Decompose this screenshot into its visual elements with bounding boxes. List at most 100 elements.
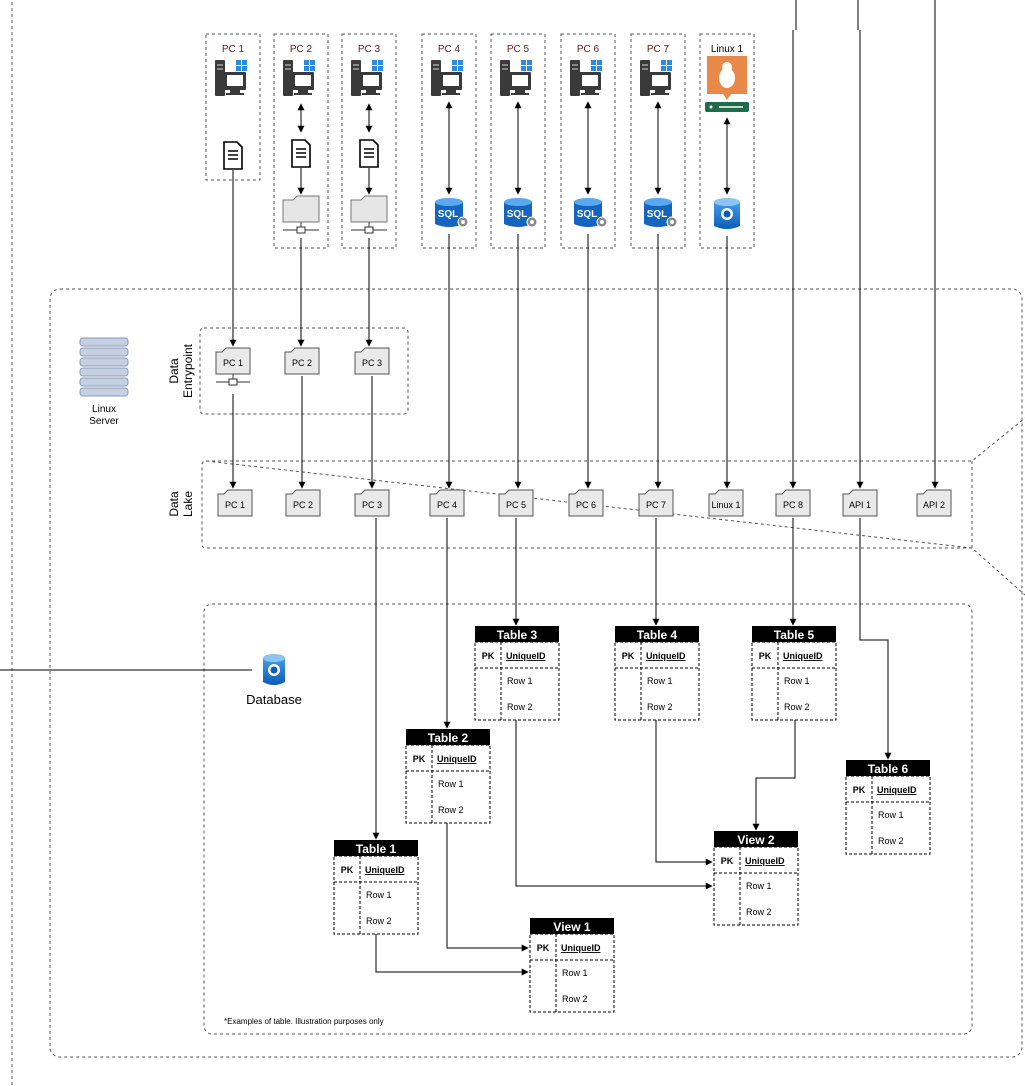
flow-arrow <box>859 518 892 760</box>
pk-label: PK <box>622 651 635 661</box>
source-label: PC 3 <box>358 44 381 55</box>
row-label: Row 2 <box>746 907 772 917</box>
entity-title: View 1 <box>553 920 590 934</box>
lake-folder: Linux 1 <box>708 489 744 517</box>
linux-server-icon <box>79 337 129 397</box>
pk-label: PK <box>721 856 734 866</box>
sql-database-icon: SQL <box>574 198 608 228</box>
svg-text:PC 5: PC 5 <box>506 500 526 510</box>
lake-folder: API 2 <box>916 489 952 517</box>
entrypoint-container <box>199 327 409 415</box>
postgres-icon <box>714 198 740 229</box>
entity-title: Table 2 <box>428 731 469 745</box>
key-label: UniqueID <box>877 785 917 795</box>
svg-text:PC 3: PC 3 <box>362 358 382 368</box>
windows-pc-icon <box>570 60 602 96</box>
source-pc-3: PC 3 <box>341 33 397 249</box>
svg-text:SQL: SQL <box>577 209 598 220</box>
lake-folder: PC 6 <box>568 489 604 517</box>
row-label: Row 2 <box>507 702 533 712</box>
document-icon <box>223 141 243 170</box>
pk-label: PK <box>413 754 426 764</box>
windows-pc-icon <box>640 60 672 96</box>
key-label: UniqueID <box>646 651 686 661</box>
entity-title: View 2 <box>737 833 774 847</box>
lake-folder: PC 7 <box>638 489 674 517</box>
entity-title: Table 1 <box>356 842 397 856</box>
source-pc-4: PC 4 SQL <box>421 33 477 249</box>
pk-label: PK <box>482 651 495 661</box>
row-label: Row 1 <box>366 890 392 900</box>
key-label: UniqueID <box>365 865 405 875</box>
row-label: Row 2 <box>562 994 588 1004</box>
svg-text:PC 8: PC 8 <box>783 500 803 510</box>
pk-label: PK <box>759 651 772 661</box>
source-box <box>205 33 261 181</box>
svg-text:API 2: API 2 <box>923 500 945 510</box>
network-folder-icon <box>350 195 388 234</box>
svg-text:PC 1: PC 1 <box>223 358 243 368</box>
footnote: *Examples of table. Illustration purpose… <box>224 1017 384 1026</box>
source-label: PC 1 <box>222 44 245 55</box>
svg-text:PC 4: PC 4 <box>437 500 457 510</box>
svg-text:PC 6: PC 6 <box>576 500 596 510</box>
row-label: Row 1 <box>507 676 533 686</box>
flow-arrow <box>446 823 529 952</box>
source-label: Linux 1 <box>711 44 744 55</box>
database-label: Database <box>246 692 302 707</box>
lake-folder: API 1 <box>842 489 878 517</box>
document-icon <box>291 139 311 168</box>
lake-label-line2: Lake <box>181 491 195 517</box>
row-label: Row 2 <box>438 805 464 815</box>
view-2-entity: View 2PK UniqueID Row 1 Row 2 <box>713 831 799 926</box>
windows-pc-icon <box>283 60 315 96</box>
svg-text:PC 3: PC 3 <box>362 500 382 510</box>
source-label: PC 6 <box>577 44 600 55</box>
key-label: UniqueID <box>745 856 785 866</box>
sql-database-icon: SQL <box>504 198 538 228</box>
row-label: Row 2 <box>878 836 904 846</box>
lake-container <box>201 417 1025 596</box>
row-label: Row 2 <box>647 702 673 712</box>
postgres-icon <box>263 654 285 685</box>
row-label: Row 1 <box>562 968 588 978</box>
entity-title: Table 6 <box>868 762 909 776</box>
lake-folder: PC 2 <box>285 489 321 517</box>
sql-database-icon: SQL <box>435 198 469 228</box>
source-linux-1: Linux 1 <box>699 33 755 249</box>
lake-folder: PC 1 <box>217 489 253 517</box>
row-label: Row 2 <box>784 702 810 712</box>
svg-text:SQL: SQL <box>647 209 668 220</box>
key-label: UniqueID <box>561 943 601 953</box>
entity-title: Table 3 <box>497 628 538 642</box>
svg-text:API 1: API 1 <box>849 500 871 510</box>
svg-text:PC 7: PC 7 <box>646 500 666 510</box>
row-label: Row 1 <box>746 881 772 891</box>
source-label: PC 5 <box>507 44 530 55</box>
database-container <box>203 603 973 1035</box>
pk-label: PK <box>853 785 866 795</box>
key-label: UniqueID <box>437 754 477 764</box>
server-label-line2: Server <box>89 416 119 427</box>
source-pc-6: PC 6 SQL <box>560 33 616 249</box>
source-label: PC 4 <box>438 44 461 55</box>
svg-text:PC 1: PC 1 <box>225 500 245 510</box>
linux-instance-icon <box>705 56 749 112</box>
lake-label-line1: Data <box>167 491 181 517</box>
source-pc-2: PC 2 <box>273 33 329 249</box>
server-label-line1: Linux <box>92 404 116 415</box>
entrypoint-label-line2: Entrypoint <box>181 343 195 398</box>
key-label: UniqueID <box>783 651 823 661</box>
row-label: Row 2 <box>366 916 392 926</box>
server-container <box>49 288 1023 1058</box>
row-label: Row 1 <box>784 676 810 686</box>
entrypoint-folder: PC 3 <box>354 347 390 375</box>
sql-database-icon: SQL <box>644 198 678 228</box>
lake-folder: PC 4 <box>429 489 465 517</box>
source-pc-1: PC 1 <box>205 33 261 181</box>
source-pc-5: PC 5 SQL <box>490 33 546 249</box>
